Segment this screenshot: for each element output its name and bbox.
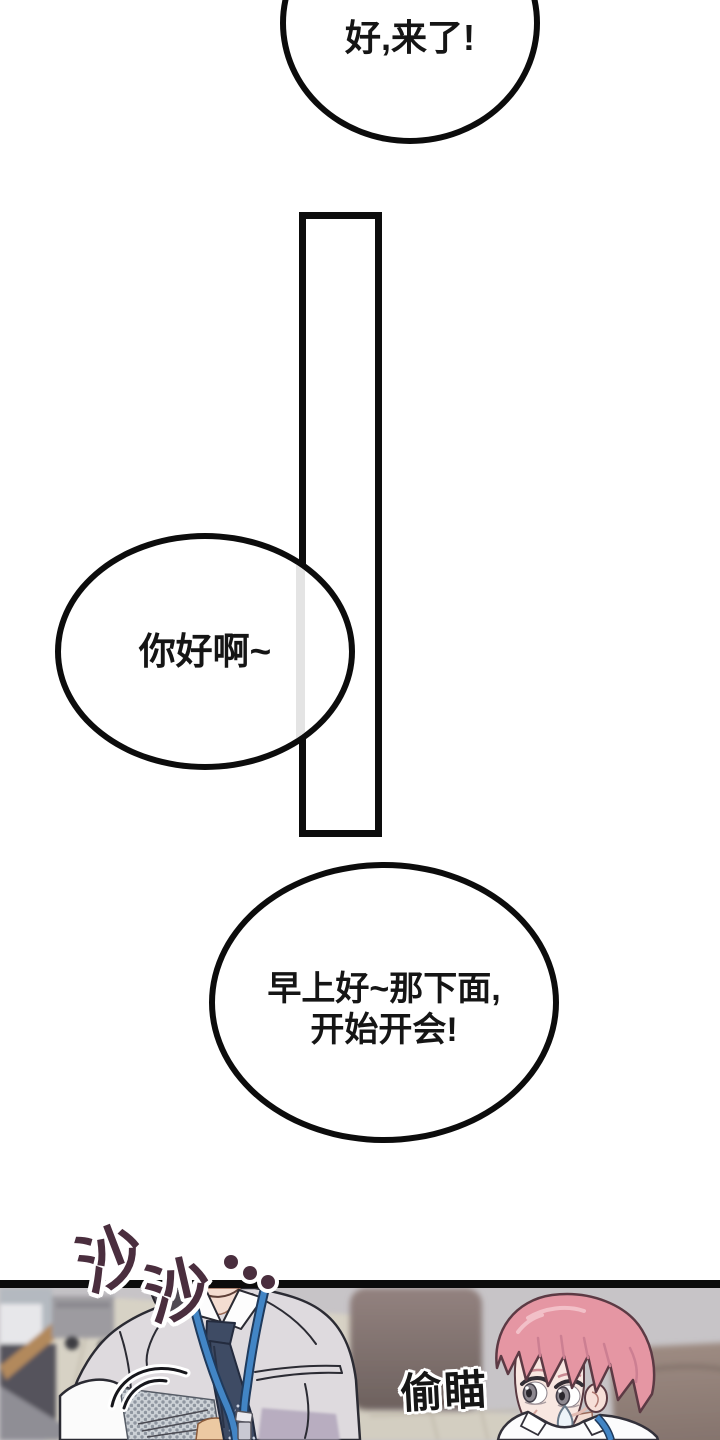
panel-caption-peek: 偷瞄 bbox=[398, 1365, 490, 1418]
speech-text-middle: 你好啊~ bbox=[138, 630, 272, 672]
suit-character bbox=[58, 1288, 362, 1440]
office-furniture bbox=[0, 1288, 116, 1440]
comic-panel: 偷瞄 bbox=[0, 1280, 720, 1440]
papers-halftone bbox=[119, 1387, 221, 1440]
speech-bubble-bottom: 早上好~那下面, 开始开会! bbox=[209, 862, 559, 1143]
sfx-dot bbox=[224, 1255, 238, 1269]
sfx-dot bbox=[243, 1266, 257, 1280]
door-rectangle bbox=[299, 212, 382, 837]
speech-text-bottom-line1: 早上好~那下面, bbox=[267, 970, 501, 1009]
speech-bubble-top: 好,来了! bbox=[280, 0, 540, 144]
speech-bubble-middle: 你好啊~ bbox=[55, 533, 355, 770]
panel-art bbox=[0, 1288, 720, 1440]
door-ghost-line bbox=[296, 539, 305, 764]
pink-character bbox=[495, 1292, 660, 1440]
speech-text-top: 好,来了! bbox=[345, 16, 475, 58]
pink-hair bbox=[495, 1292, 656, 1414]
motion-swoosh bbox=[107, 1364, 191, 1412]
speech-text-bottom-line2: 开始开会! bbox=[310, 1010, 458, 1049]
sfx-dot bbox=[261, 1275, 275, 1289]
lanyard bbox=[185, 1288, 270, 1440]
